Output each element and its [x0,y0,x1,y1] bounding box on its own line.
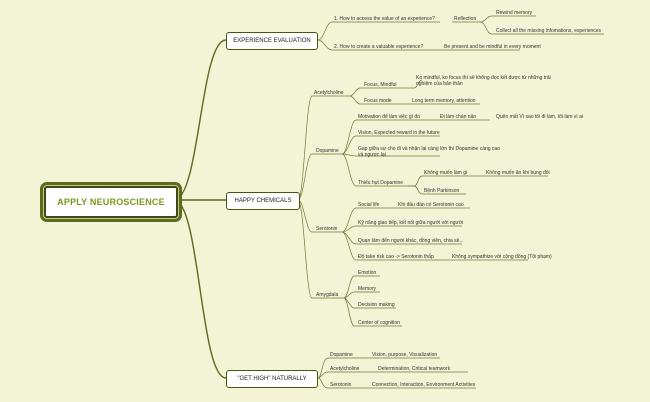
node-gethigh-serotonin[interactable]: Serotonin [330,382,352,388]
node-gethigh-acetylcholine-note[interactable]: Determination, Critical teamwork [378,366,451,372]
node-gethigh-acetylcholine[interactable]: Acetylcholine [330,366,360,372]
node-vision-reward[interactable]: Vision, Expected reward in the future [358,130,440,136]
branch-happy-chemicals[interactable]: HAPPY CHEMICALS [226,192,300,210]
focus-note-line-2: nghiệm của bản thân [416,81,463,87]
node-ky-nang[interactable]: Kỹ năng giao tiếp, kết nối giữa người vớ… [358,220,464,226]
node-khong-muon-an[interactable]: Không muốn ăn khi bụng đói [486,170,550,176]
node-thieu-hut-dopamine[interactable]: Thiếu hụt Dopamine [358,180,404,186]
node-gethigh-dopamine[interactable]: Dopamine [330,352,353,358]
node-take-risk[interactable]: Độ take risk cao -> Serotonin thấp [358,254,434,260]
node-gap[interactable]: Gap giữa sự cho đi và nhận lại càng lớn … [358,146,500,158]
node-dopamine[interactable]: Dopamine [316,148,339,154]
node-decision-making[interactable]: Decision making [358,302,395,308]
node-q1[interactable]: 1. How to access the value of an experie… [334,16,435,22]
node-memory[interactable]: Memory [358,286,377,292]
node-reflection[interactable]: Reflection [454,16,477,22]
gap-line-1: Gap giữa sự cho đi và nhận lại càng lớn … [358,146,501,152]
node-serotonin[interactable]: Serotonin [316,226,338,232]
node-collect-missing[interactable]: Collect all the missing infomations, exp… [496,28,602,34]
node-focus-mode-note[interactable]: Long term memory, attention [412,98,476,104]
branch-experience-evaluation[interactable]: EXPERIENCE EVALUATION [226,32,318,50]
node-q2[interactable]: 2. How to create a valuable experience? [334,44,424,50]
connector-root-gethigh [173,199,227,379]
node-khong-muon-lam-gi[interactable]: Không muốn làm gì [424,170,468,176]
node-emotion[interactable]: Emotion [358,270,377,276]
node-focus-mode[interactable]: Focus mode [364,98,392,104]
node-center-cognition[interactable]: Center of cognition [358,320,400,326]
node-amygdala[interactable]: Amygdala [316,292,339,298]
node-risk-note[interactable]: Không sympathize với cộng đồng (Tội phạm… [452,254,552,260]
node-acetylcholine[interactable]: Acetylcholine [314,90,344,96]
node-social-note[interactable]: Khi đầu đàn có Serotonin cao [398,202,464,208]
connector-root-experience [173,39,227,201]
node-parkinson[interactable]: Bệnh Parkinson [424,188,460,194]
node-be-mindful[interactable]: Be present and be mindful in every momen… [444,44,541,50]
node-di-lam-chan-nan[interactable]: Đi làm chán nản [440,114,477,120]
branch-get-high-naturally[interactable]: "GET HIGH" NATURALLY [226,370,318,388]
node-focus-note[interactable]: Ko mindful, ko focus thì sẽ không đọc kế… [416,75,551,87]
node-focus-mindful[interactable]: Focus, Mindful [364,82,397,88]
node-quan-tam[interactable]: Quan tâm đến người khác, đồng viên, chia… [358,238,464,244]
root-node[interactable]: APPLY NEUROSCIENCE [44,186,178,218]
node-gethigh-serotonin-note[interactable]: Connection, Interaction, Environment Act… [372,382,476,388]
node-rewind-memory[interactable]: Rewind memory [496,10,533,16]
node-social-life[interactable]: Social life [358,202,380,208]
node-motivation[interactable]: Motivation để làm việc gì đó [358,114,420,120]
focus-note-line-1: Ko mindful, ko focus thì sẽ không đọc kế… [416,75,551,81]
gap-line-2: và ngược lại [358,152,386,158]
node-gethigh-dopamine-note[interactable]: Vision, purpose, Visualization [372,352,438,358]
node-quen-mat[interactable]: Quên mất Vì sao tôi đi làm, tôi làm vì a… [496,114,583,120]
